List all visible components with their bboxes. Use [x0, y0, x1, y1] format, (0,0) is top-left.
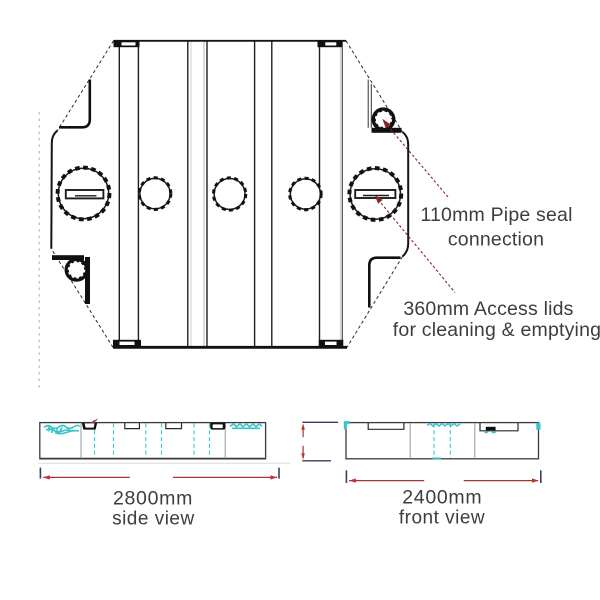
svg-text:360mm Access lids: 360mm Access lids — [403, 298, 573, 320]
svg-text:2800mm: 2800mm — [113, 487, 193, 509]
svg-text:side view: side view — [112, 508, 195, 529]
svg-text:for cleaning & emptying: for cleaning & emptying — [393, 319, 600, 341]
svg-text:front view: front view — [399, 508, 485, 529]
svg-text:connection: connection — [448, 228, 544, 250]
svg-text:2400mm: 2400mm — [402, 487, 482, 509]
svg-text:110mm Pipe seal: 110mm Pipe seal — [420, 204, 572, 226]
